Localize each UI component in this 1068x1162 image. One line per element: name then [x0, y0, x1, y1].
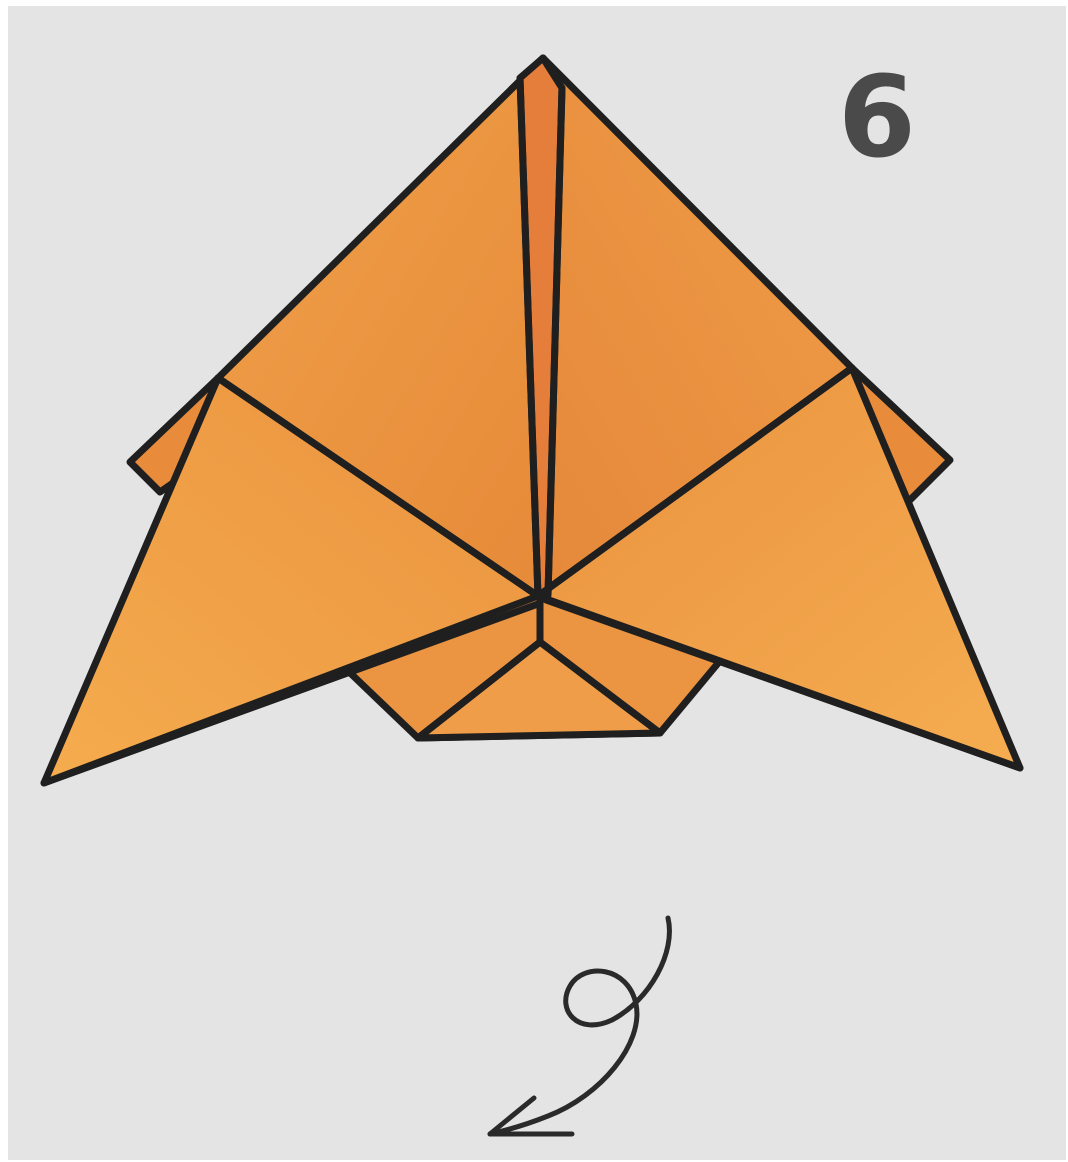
step-number: 6	[838, 62, 916, 174]
loop-arrow-icon	[490, 918, 669, 1134]
